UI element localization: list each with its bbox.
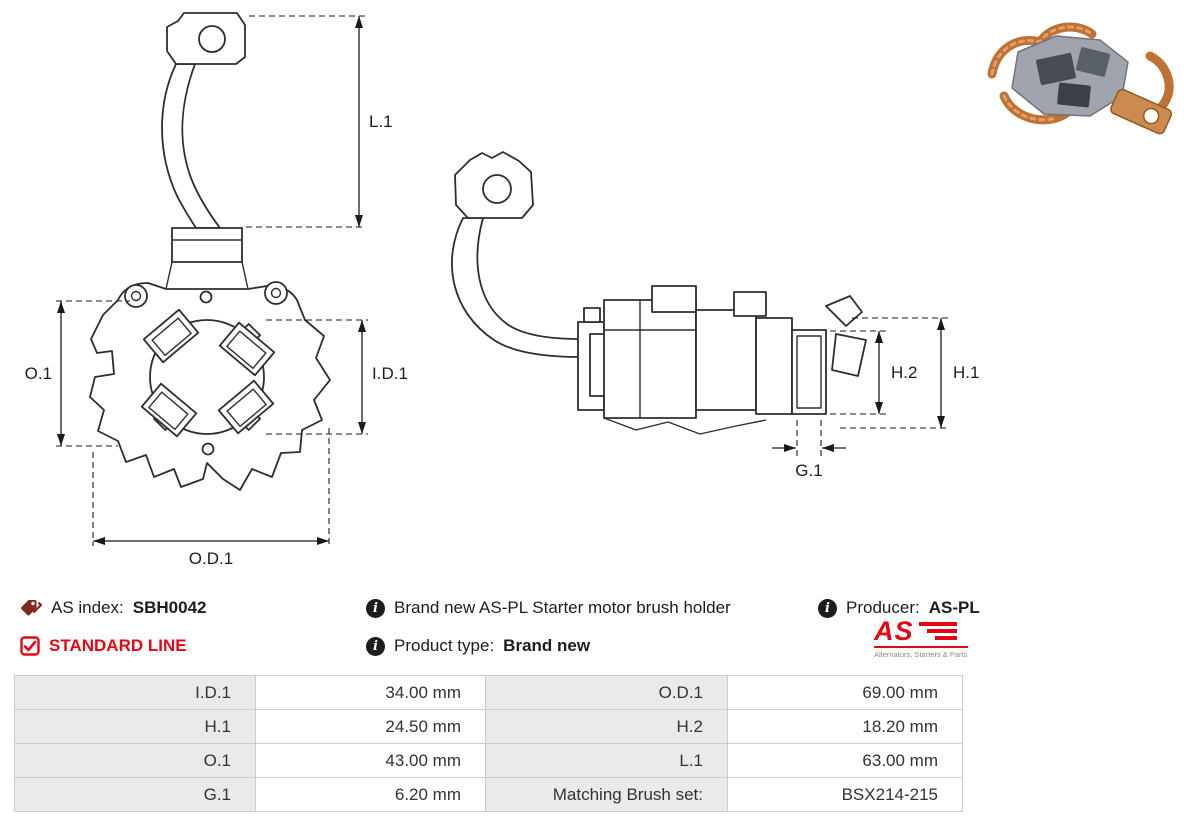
info-icon: i	[818, 598, 837, 618]
technical-drawing: L.1 O.1 I.D.1 O.D.1	[25, 12, 1174, 568]
dim-value: 24.50 mm	[255, 709, 486, 744]
producer-label: Producer:	[846, 598, 920, 617]
photo-brush-1	[1036, 52, 1076, 86]
dim-label: O.D.1	[485, 675, 728, 710]
dim-label: L.1	[485, 743, 728, 778]
as-pl-logo-text: AS	[874, 616, 914, 646]
as-pl-logo: AS Alternators, Starters & Parts	[874, 618, 974, 659]
side-view-drawing: H.2 H.1 G.1	[451, 151, 979, 480]
side-lug-hole	[482, 174, 512, 204]
front-wire	[161, 63, 221, 229]
table-row: G.1 6.20 mm Matching Brush set: BSX214-2…	[14, 777, 963, 812]
dim-value: 18.20 mm	[727, 709, 963, 744]
as-pl-logo-stripes	[918, 622, 957, 640]
table-row: H.1 24.50 mm H.2 18.20 mm	[14, 709, 963, 744]
front-lug-hole	[198, 25, 226, 53]
dim-label-id1: I.D.1	[372, 364, 408, 383]
dim-value: 6.20 mm	[255, 777, 486, 812]
standard-line-field: STANDARD LINE	[20, 636, 187, 656]
producer-field: i Producer: AS-PL	[818, 598, 980, 618]
brush-box-ne	[218, 321, 276, 377]
product-description: Brand new AS-PL Starter motor brush hold…	[394, 598, 731, 617]
dim-value: 63.00 mm	[727, 743, 963, 778]
tags-icon	[21, 599, 42, 615]
product-type-value: Brand new	[503, 636, 591, 655]
standard-line-badge: STANDARD LINE	[49, 636, 187, 655]
dim-label-l1: L.1	[369, 112, 393, 131]
dim-label: I.D.1	[14, 675, 256, 710]
dim-label: O.1	[14, 743, 256, 778]
dim-label-h2: H.2	[891, 363, 917, 382]
as-pl-logo-rule	[874, 646, 968, 648]
dim-value: 69.00 mm	[727, 675, 963, 710]
front-connector-block	[171, 227, 243, 263]
check-icon	[20, 636, 40, 656]
product-photo	[987, 22, 1174, 135]
table-row: I.D.1 34.00 mm O.D.1 69.00 mm	[14, 675, 963, 710]
dim-label: H.2	[485, 709, 728, 744]
photo-brush-3	[1057, 82, 1091, 108]
producer-value: AS-PL	[928, 598, 980, 617]
photo-copper-terminal	[1110, 88, 1173, 135]
dimensions-table: I.D.1 34.00 mm O.D.1 69.00 mm H.1 24.50 …	[14, 675, 963, 812]
dim-label: G.1	[14, 777, 256, 812]
dim-label: H.1	[14, 709, 256, 744]
side-body	[603, 299, 697, 419]
brush-box-nw	[142, 308, 200, 364]
product-type-label: Product type:	[394, 636, 495, 655]
as-index-label: AS index:	[51, 598, 124, 617]
front-view-drawing: L.1 O.1 I.D.1 O.D.1	[25, 12, 408, 568]
dim-value: 34.00 mm	[255, 675, 486, 710]
brush-box-sw	[140, 382, 198, 438]
dim-label-od1: O.D.1	[189, 549, 233, 568]
as-pl-logo-caption: Alternators, Starters & Parts	[874, 650, 968, 659]
photo-brush-2	[1075, 47, 1111, 77]
table-row: O.1 43.00 mm L.1 63.00 mm	[14, 743, 963, 778]
dim-value: BSX214-215	[727, 777, 963, 812]
info-icon: i	[366, 636, 385, 656]
dim-value: 43.00 mm	[255, 743, 486, 778]
dim-label-o1: O.1	[25, 364, 52, 383]
dim-label-h1: H.1	[953, 363, 979, 382]
as-index-field: AS index: SBH0042	[20, 598, 206, 618]
dim-label: Matching Brush set:	[485, 777, 728, 812]
side-wire	[451, 217, 581, 358]
info-icon: i	[366, 598, 385, 618]
dim-label-g1: G.1	[795, 461, 822, 480]
brush-box-se	[217, 379, 275, 435]
as-index-value: SBH0042	[132, 598, 207, 617]
description-field: i Brand new AS-PL Starter motor brush ho…	[366, 598, 731, 618]
product-type-field: i Product type: Brand new	[366, 636, 590, 656]
